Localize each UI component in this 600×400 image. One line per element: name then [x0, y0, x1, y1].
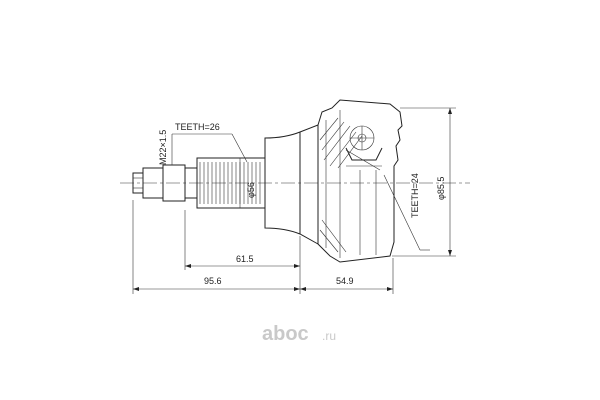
vertical-dims — [239, 107, 456, 257]
teeth-outer-label: TEETH=26 — [175, 122, 220, 132]
leaders — [171, 133, 430, 251]
neck — [264, 124, 319, 245]
housing — [317, 99, 403, 263]
shaft-length-label: 61.5 — [236, 254, 254, 264]
watermark-domain: .ru — [322, 329, 336, 343]
housing-length-label: 54.9 — [336, 276, 354, 286]
stub-length-label: 95.6 — [204, 276, 222, 286]
teeth-inner-label: TEETH=24 — [410, 173, 420, 218]
watermark: aboc .ru — [262, 323, 336, 345]
housing-diameter-label: φ85.5 — [436, 177, 446, 200]
watermark-brand: aboc — [262, 323, 309, 345]
thread-tip — [132, 164, 186, 202]
shaft — [185, 157, 266, 209]
shaft-diameter-label: φ56 — [246, 182, 256, 198]
horizontal-dims — [132, 200, 394, 294]
thread-label: M22×1.5 — [158, 130, 168, 165]
